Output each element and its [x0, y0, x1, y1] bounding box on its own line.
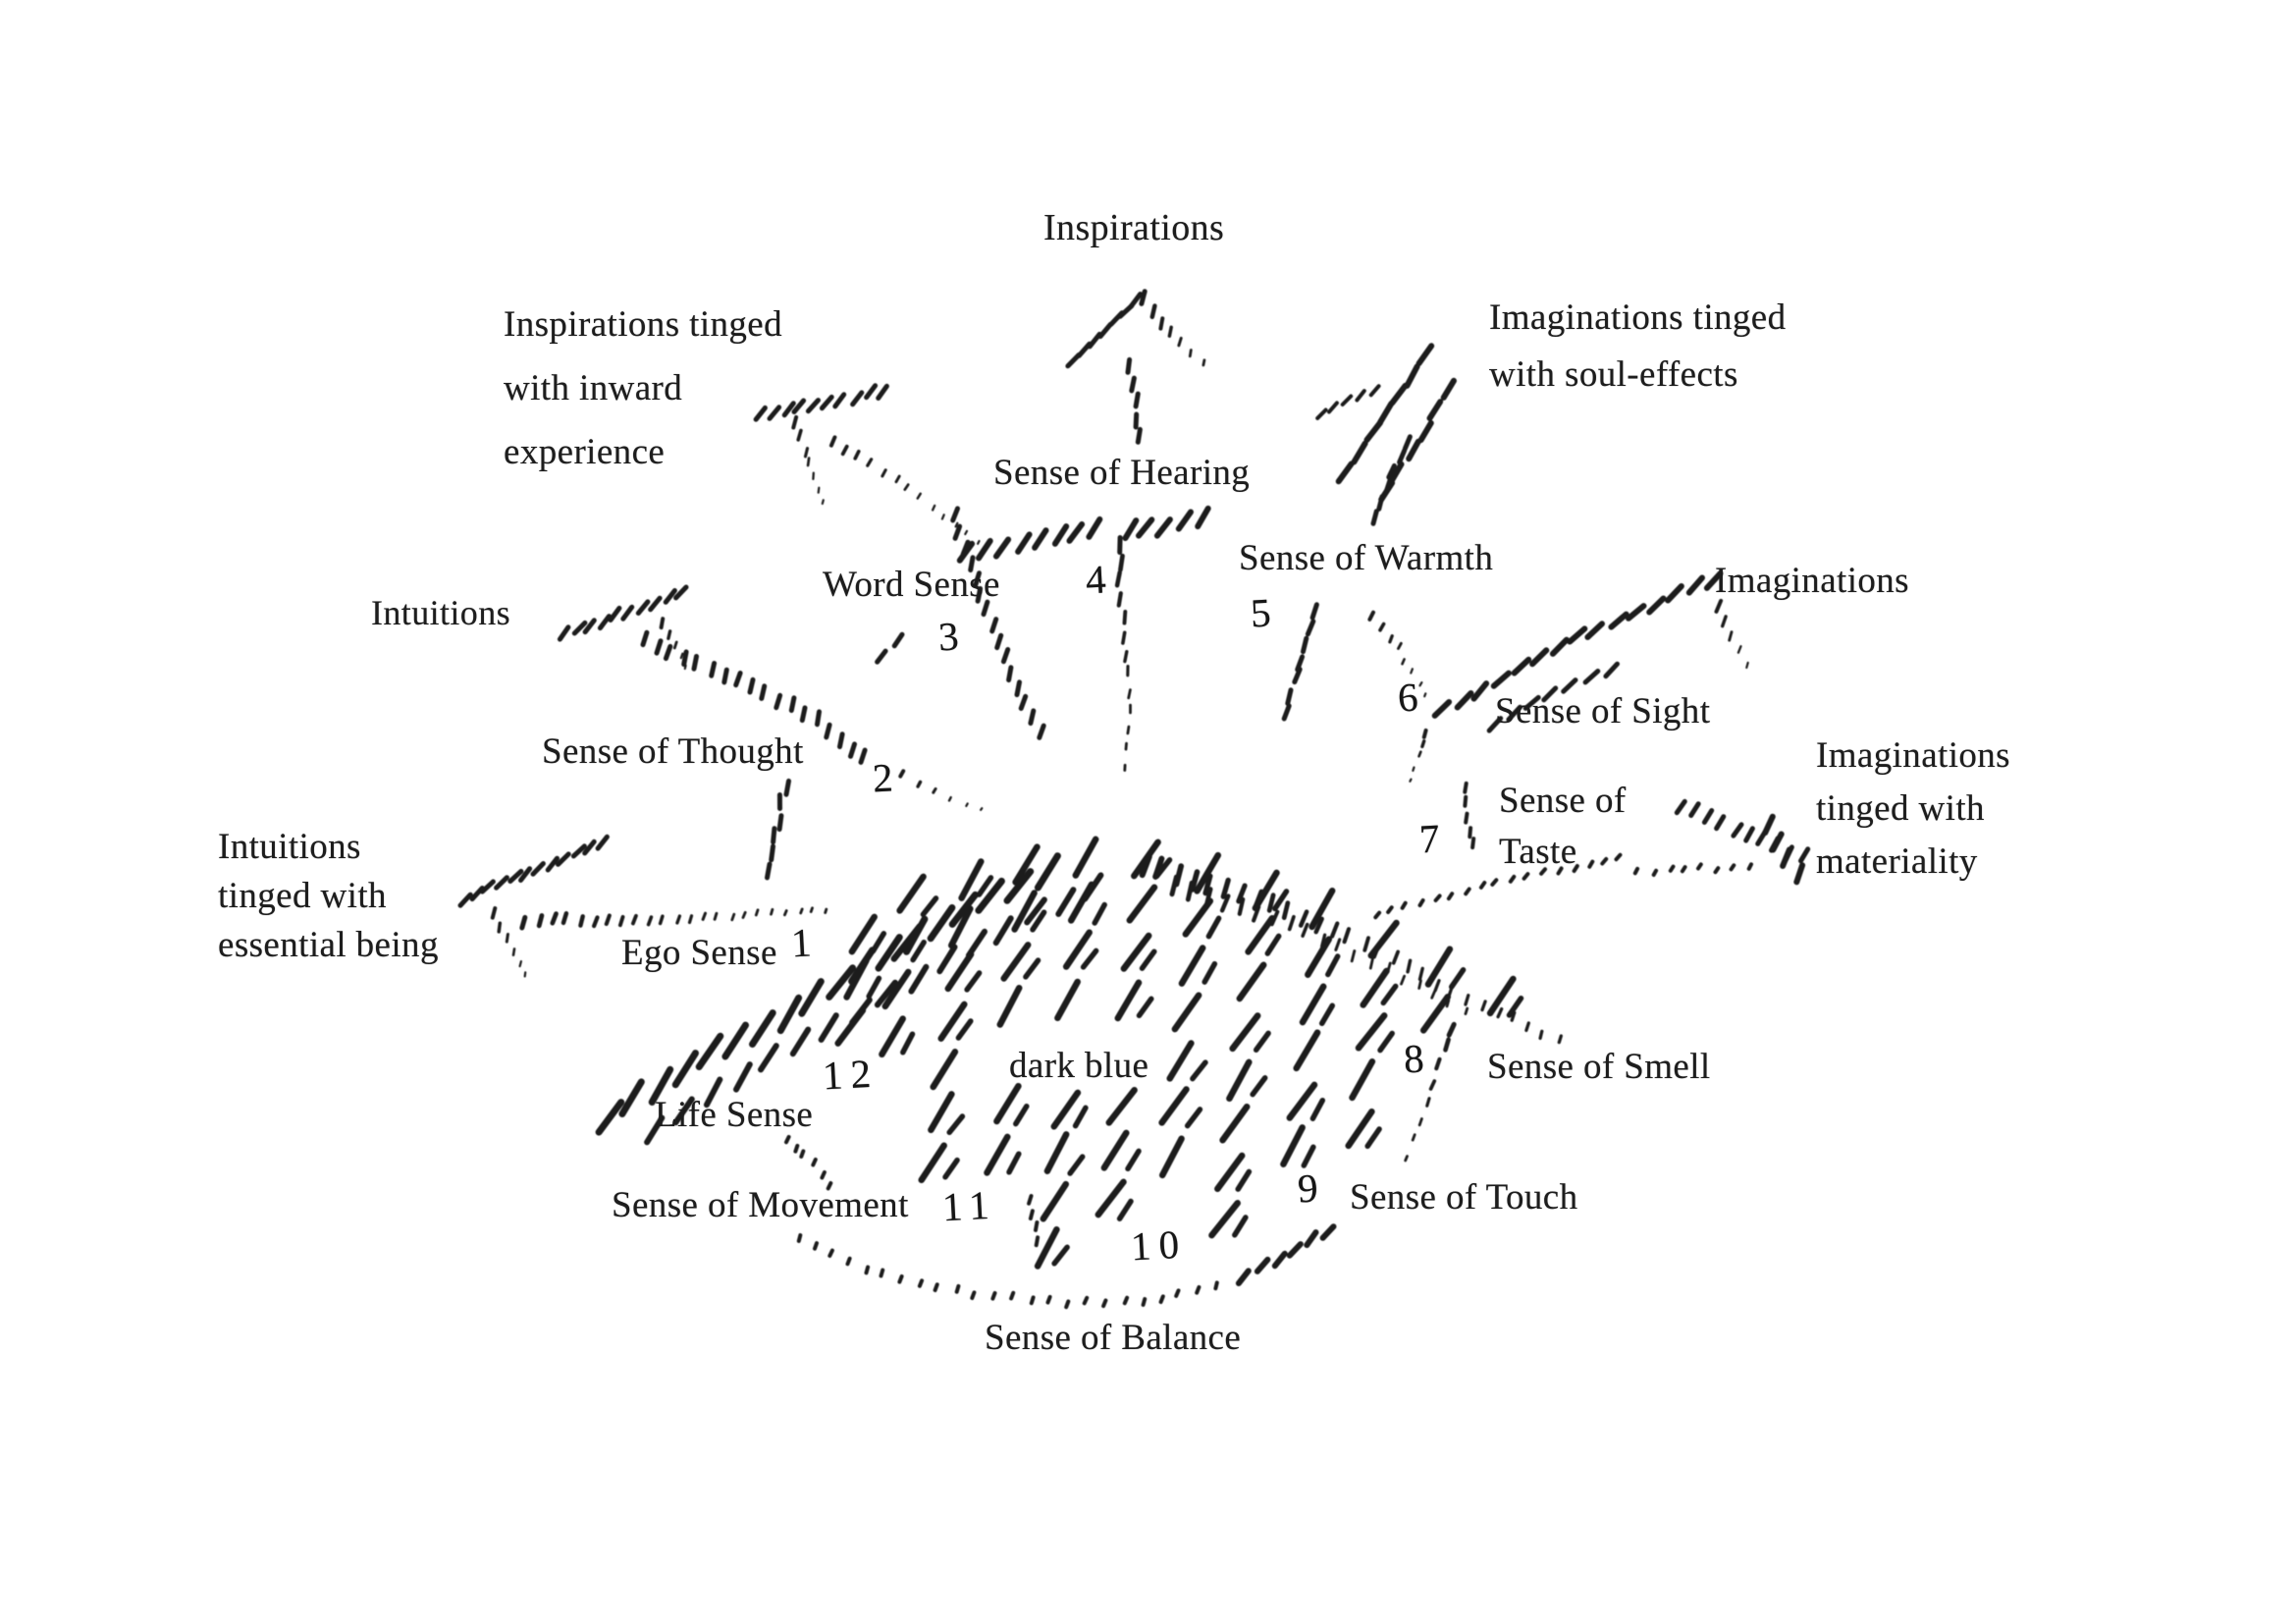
sense-number-10: 10 [1129, 1220, 1189, 1270]
label-dark-blue: dark blue [1009, 1046, 1149, 1086]
label-word-sense: Word Sense [823, 565, 1000, 605]
label-sense-of-hearing: Sense of Hearing [993, 453, 1251, 493]
label-ego-sense: Ego Sense [621, 933, 777, 973]
sense-number-5: 5 [1249, 589, 1272, 636]
label-intuitions: Intuitions [371, 593, 511, 632]
sense-number-4: 4 [1084, 556, 1107, 603]
label-sense-of-balance: Sense of Balance [985, 1318, 1242, 1358]
label-sense-of-movement: Sense of Movement [612, 1185, 909, 1225]
label-intuitions-essential: Intuitions tinged with essential being [218, 827, 439, 965]
label-imaginations-soul: Imaginations tinged with soul-effects [1489, 298, 1787, 395]
sense-number-1: 1 [789, 919, 813, 966]
sense-number-9: 9 [1296, 1164, 1319, 1212]
label-sense-of-taste: Sense of Taste [1499, 781, 1627, 872]
label-life-sense: Life Sense [655, 1095, 814, 1135]
sense-number-12: 12 [821, 1050, 881, 1099]
sense-number-11: 11 [940, 1181, 998, 1230]
sense-number-3: 3 [936, 613, 960, 660]
label-inspirations-tinged: Inspirations tinged with inward experien… [504, 304, 783, 472]
label-sense-of-warmth: Sense of Warmth [1239, 538, 1494, 578]
label-sense-of-smell: Sense of Smell [1487, 1047, 1711, 1087]
label-sense-of-touch: Sense of Touch [1350, 1177, 1578, 1218]
label-inspirations: Inspirations [1043, 207, 1225, 248]
label-imaginations: Imaginations [1715, 561, 1909, 601]
sense-number-2: 2 [871, 754, 894, 801]
sense-number-6: 6 [1396, 674, 1419, 721]
label-imaginations-materiality: Imaginations tinged with materiality [1816, 735, 2010, 882]
sense-number-7: 7 [1417, 815, 1441, 862]
label-sense-of-thought: Sense of Thought [542, 731, 804, 772]
sense-number-8: 8 [1402, 1035, 1425, 1082]
label-sense-of-sight: Sense of Sight [1495, 691, 1711, 731]
